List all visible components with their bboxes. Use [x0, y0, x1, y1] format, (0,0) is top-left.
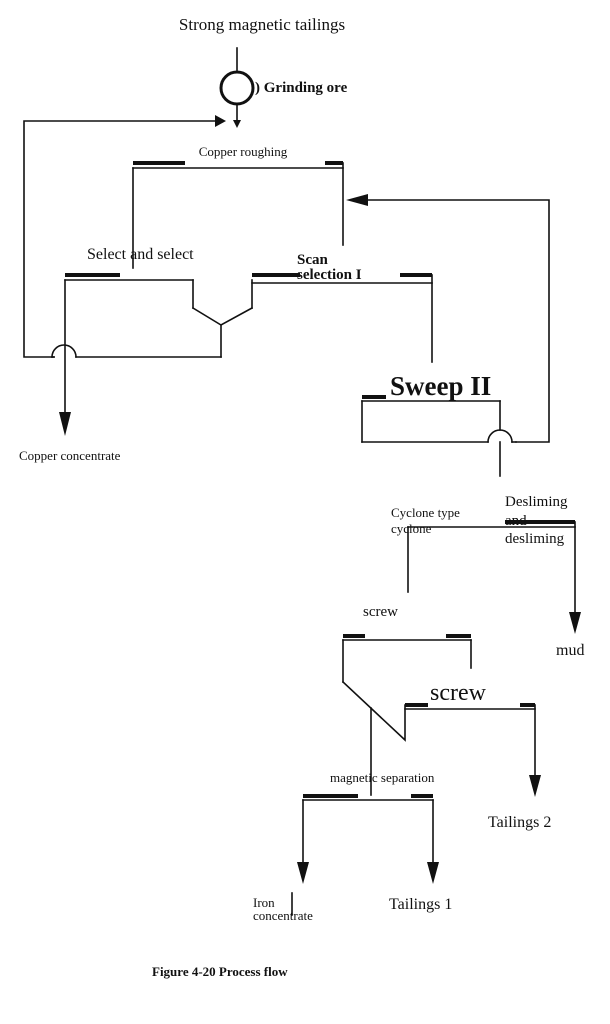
- screw-1-cell: [341, 634, 472, 796]
- cyclone-label-line2: cyclone: [391, 521, 432, 536]
- desliming-label-line1: Desliming: [505, 494, 568, 510]
- copper-roughing-label: Copper roughing: [199, 144, 288, 159]
- recycle-to-grinding-line: [23, 115, 226, 358]
- sweep-ii-label: Sweep II: [390, 371, 491, 401]
- feed-label: Strong magnetic tailings: [179, 15, 345, 34]
- magnetic-separation-label: magnetic separation: [330, 770, 435, 785]
- grinding-label: ) Grinding ore: [255, 80, 348, 96]
- tailings-2-label: Tailings 2: [488, 814, 551, 831]
- recycle-to-roughing-line: [346, 194, 550, 443]
- sweep-ii-cell: [361, 395, 517, 477]
- copper-concentrate-label: Copper concentrate: [19, 448, 121, 463]
- grinding-mill-icon: [219, 47, 255, 128]
- desliming-label-line2: and: [505, 513, 527, 529]
- copper-roughing-cell: [132, 161, 344, 269]
- screw-2-label: screw: [430, 680, 487, 706]
- desliming-label-line3: desliming: [505, 531, 565, 547]
- magnetic-separation-cell: [291, 794, 439, 916]
- screw-2-cell: [404, 703, 541, 797]
- mud-label: mud: [556, 642, 584, 659]
- select-label: Select and select: [87, 246, 194, 263]
- tailings-1-label: Tailings 1: [389, 896, 452, 913]
- screw-1-label: screw: [363, 604, 398, 620]
- iron-concentrate-label-line2: concentrate: [253, 908, 313, 923]
- cyclone-label-line1: Cyclone type: [391, 505, 460, 520]
- figure-caption: Figure 4-20 Process flow: [152, 964, 288, 979]
- cyclone-desliming-cell: [407, 520, 581, 634]
- scan-selection-label-line1: Scan: [297, 252, 329, 268]
- cleaner-and-scavenger-cells: [51, 273, 433, 436]
- scan-selection-label-line2: selection I: [297, 267, 362, 283]
- iron-concentrate-label-line1: Iron: [253, 895, 275, 910]
